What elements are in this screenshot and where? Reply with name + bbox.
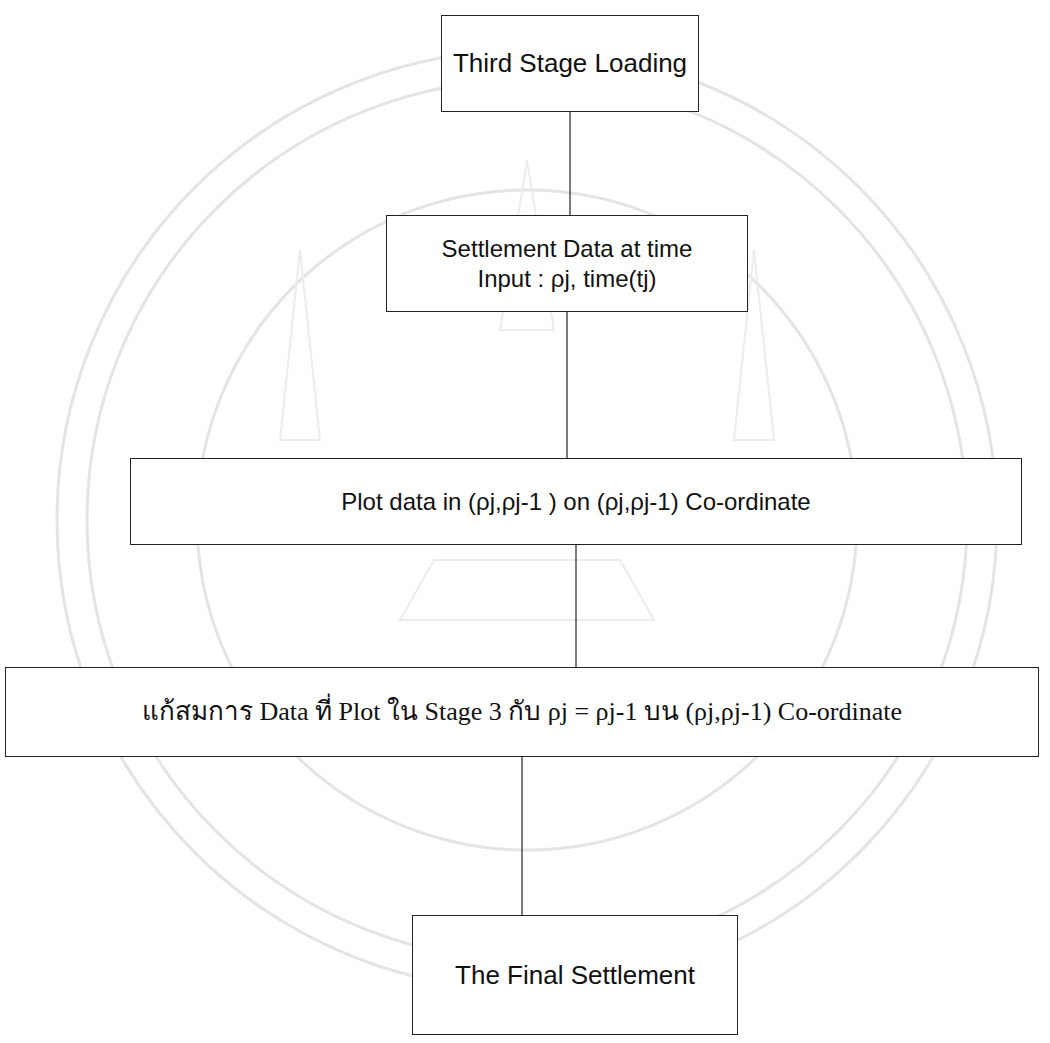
box-label: The Final Settlement — [455, 959, 695, 992]
connector-line — [521, 757, 522, 915]
box-label: Settlement Data at time Input : ρj, time… — [417, 234, 717, 294]
process-box: The Final Settlement — [412, 915, 738, 1035]
process-box: Plot data in (ρj,ρj-1 ) on (ρj,ρj-1) Co-… — [130, 458, 1022, 545]
connector-line — [566, 312, 567, 458]
box-label: แก้สมการ Data ที่ Plot ใน Stage 3 กับ ρj… — [142, 696, 902, 729]
connector-line — [575, 545, 576, 667]
box-label: Third Stage Loading — [453, 47, 687, 80]
process-box: Third Stage Loading — [441, 15, 699, 112]
seal-ornament — [280, 160, 774, 620]
process-box: แก้สมการ Data ที่ Plot ใน Stage 3 กับ ρj… — [5, 667, 1039, 757]
process-box: Settlement Data at time Input : ρj, time… — [386, 215, 748, 312]
box-label: Plot data in (ρj,ρj-1 ) on (ρj,ρj-1) Co-… — [341, 487, 810, 517]
connector-line — [569, 112, 570, 215]
